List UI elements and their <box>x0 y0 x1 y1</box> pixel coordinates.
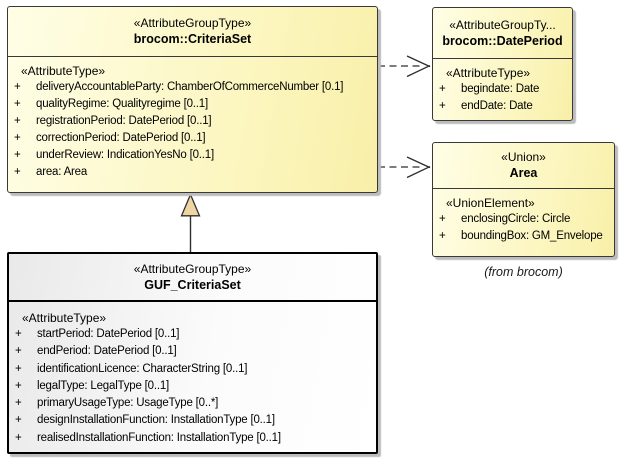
generalization-arrow[interactable] <box>180 192 201 253</box>
attribute-row[interactable]: + deliveryAccountableParty: ChamberOfCom… <box>8 79 377 96</box>
attribute-row[interactable]: + qualityRegime: Qualityregime [0..1] <box>8 96 377 113</box>
visibility-sign: + <box>439 213 446 225</box>
uml-class-brocom-criteriaset[interactable]: «AttributeGroupType» brocom::CriteriaSet… <box>7 6 378 193</box>
attribute-row[interactable]: + enclosingCircle: Circle <box>433 211 614 228</box>
attribute-row[interactable]: + designInstallationFunction: Installati… <box>9 412 376 429</box>
visibility-sign: + <box>14 81 21 93</box>
attribute-compartment-stereotype: «AttributeType» <box>446 66 531 80</box>
visibility-sign: + <box>14 115 21 127</box>
visibility-sign: + <box>439 83 446 95</box>
class-stereotype: «Union» <box>501 150 546 164</box>
visibility-sign: + <box>15 431 22 444</box>
attribute-text: primaryUsageType: UsageType [0..*] <box>37 397 219 410</box>
attribute-row[interactable]: + primaryUsageType: UsageType [0..*] <box>9 395 376 412</box>
visibility-sign: + <box>439 99 446 112</box>
attribute-text: boundingBox: GM_Envelope <box>461 230 603 242</box>
attribute-text: correctionPeriod: DatePeriod [0..1] <box>36 132 206 144</box>
attribute-row[interactable]: + endDate: Date <box>433 98 572 115</box>
attribute-text: realisedInstallationFunction: Installati… <box>37 431 281 444</box>
attribute-text: underReview: IndicationYesNo [0..1] <box>36 149 214 161</box>
class-name: GUF_CriteriaSet <box>144 277 241 292</box>
attribute-compartment-stereotype: «AttributeType» <box>21 64 106 78</box>
class-header[interactable]: «AttributeGroupTy... brocom::DatePeriod <box>433 8 572 59</box>
visibility-sign: + <box>15 379 22 392</box>
attribute-text: endPeriod: DatePeriod [0..1] <box>37 345 177 358</box>
class-attribute-compartment: «AttributeType» + deliveryAccountablePar… <box>8 57 377 192</box>
attribute-row[interactable]: + area: Area <box>8 164 377 181</box>
attribute-row[interactable]: + begindate: Date <box>433 81 572 98</box>
class-attribute-compartment: «AttributeType» + startPeriod: DatePerio… <box>9 302 376 452</box>
class-attribute-compartment: «AttributeType» + begindate: Date + endD… <box>433 59 572 120</box>
visibility-sign: + <box>15 345 22 358</box>
class-stereotype: «AttributeGroupType» <box>133 261 252 276</box>
visibility-sign: + <box>15 414 22 427</box>
attribute-text: startPeriod: DatePeriod [0..1] <box>37 328 180 340</box>
attribute-row[interactable]: + registrationPeriod: DatePeriod [0..1] <box>8 113 377 130</box>
attribute-text: enclosingCircle: Circle <box>461 213 571 225</box>
class-name: brocom::DatePeriod <box>442 33 563 48</box>
attribute-row[interactable]: + boundingBox: GM_Envelope <box>433 228 614 245</box>
visibility-sign: + <box>439 230 446 242</box>
attribute-text: identificationLicence: CharacterString [… <box>37 362 248 375</box>
visibility-sign: + <box>14 149 21 161</box>
attribute-text: deliveryAccountableParty: ChamberOfComme… <box>36 81 344 93</box>
attribute-compartment-stereotype: «UnionElement» <box>446 196 535 210</box>
class-header[interactable]: «AttributeGroupType» GUF_CriteriaSet <box>9 254 376 302</box>
attribute-text: endDate: Date <box>461 99 533 112</box>
attribute-text: qualityRegime: Qualityregime [0..1] <box>36 98 208 110</box>
uml-class-brocom-dateperiod[interactable]: «AttributeGroupTy... brocom::DatePeriod … <box>432 7 573 121</box>
from-package-note: (from brocom) <box>484 265 563 279</box>
attribute-text: registrationPeriod: DatePeriod [0..1] <box>36 115 212 127</box>
attribute-text: begindate: Date <box>461 83 540 95</box>
attribute-row[interactable]: + endPeriod: DatePeriod [0..1] <box>9 343 376 360</box>
uml-class-area[interactable]: «Union» Area «UnionElement» + enclosingC… <box>432 142 615 257</box>
attribute-row[interactable]: + legalType: LegalType [0..1] <box>9 378 376 395</box>
dependency-arrow-area[interactable] <box>378 156 431 179</box>
visibility-sign: + <box>14 98 21 110</box>
class-stereotype: «AttributeGroupType» <box>133 16 252 30</box>
class-name: brocom::CriteriaSet <box>133 32 252 46</box>
class-header[interactable]: «AttributeGroupType» brocom::CriteriaSet <box>8 7 377 57</box>
attribute-row[interactable]: + identificationLicence: CharacterString… <box>9 361 376 378</box>
class-name: Area <box>509 166 538 180</box>
attribute-row[interactable]: + startPeriod: DatePeriod [0..1] <box>9 326 376 343</box>
attribute-row[interactable]: + correctionPeriod: DatePeriod [0..1] <box>8 130 377 147</box>
visibility-sign: + <box>15 397 22 410</box>
visibility-sign: + <box>15 328 22 340</box>
attribute-row[interactable]: + realisedInstallationFunction: Installa… <box>9 430 376 447</box>
class-stereotype: «AttributeGroupTy... <box>449 17 556 32</box>
attribute-row[interactable]: + underReview: IndicationYesNo [0..1] <box>8 147 377 164</box>
attribute-compartment-stereotype: «AttributeType» <box>22 311 107 325</box>
attribute-text: designInstallationFunction: Installation… <box>37 414 275 427</box>
class-attribute-compartment: «UnionElement» + enclosingCircle: Circle… <box>433 189 614 256</box>
dependency-arrow-dateperiod[interactable] <box>378 55 431 78</box>
visibility-sign: + <box>14 132 21 144</box>
visibility-sign: + <box>15 362 22 375</box>
visibility-sign: + <box>14 166 21 178</box>
attribute-text: legalType: LegalType [0..1] <box>37 379 170 392</box>
class-header[interactable]: «Union» Area <box>433 143 614 189</box>
attribute-text: area: Area <box>36 166 88 178</box>
uml-class-guf-criteriaset[interactable]: «AttributeGroupType» GUF_CriteriaSet «At… <box>7 252 378 454</box>
